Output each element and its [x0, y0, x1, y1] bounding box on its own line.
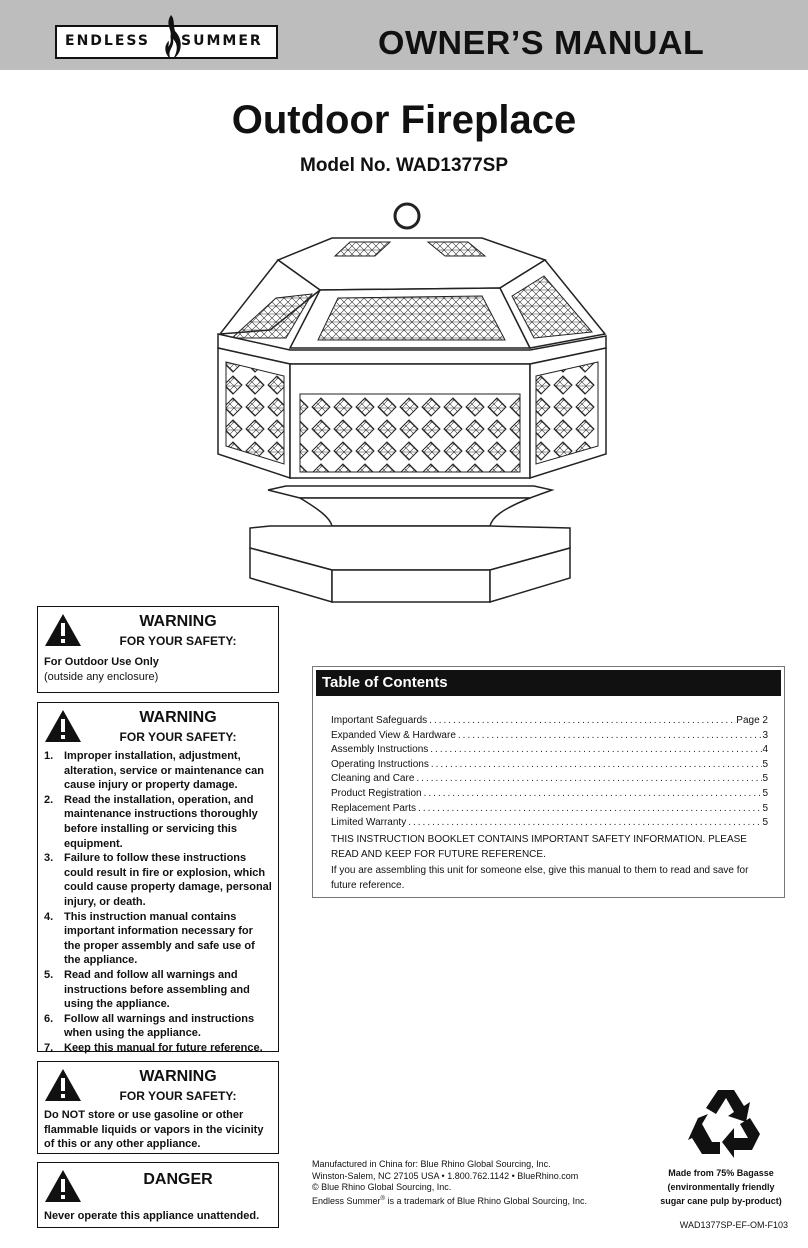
brand-logo: ENDLESS SUMMER [55, 15, 278, 59]
toc-safety-note: THIS INSTRUCTION BOOKLET CONTAINS IMPORT… [331, 834, 747, 860]
list-item: 7.Keep this manual for future reference. [44, 1041, 263, 1054]
logo-text-left: ENDLESS [65, 33, 150, 49]
warning-text: (outside any enclosure) [44, 670, 159, 683]
warning-subheading: FOR YOUR SAFETY: [119, 1089, 237, 1103]
toc-assembly-note: If you are assembling this unit for some… [331, 865, 749, 891]
warning-subheading: FOR YOUR SAFETY: [119, 730, 237, 744]
warning-box-flammables: WARNING FOR YOUR SAFETY: Do NOT store or… [37, 1061, 279, 1154]
warning-box-outdoor: WARNING FOR YOUR SAFETY: For Outdoor Use… [37, 606, 279, 693]
bagasse-note: Made from 75% Bagasse (environmentally f… [660, 1168, 782, 1206]
danger-text: Never operate this appliance unattended. [44, 1210, 260, 1222]
document-title: Outdoor Fireplace [231, 98, 577, 142]
mfg-line: Manufactured in China for: Blue Rhino Gl… [312, 1159, 551, 1169]
manual-title: OWNER’S MANUAL [378, 24, 705, 61]
toc-entry: Replacement Parts.......................… [331, 802, 768, 814]
warning-subheading: FOR YOUR SAFETY: [119, 634, 237, 648]
warning-heading: WARNING [139, 613, 217, 630]
header-band: ENDLESS SUMMER OWNER’S MANUAL [0, 0, 808, 70]
toc-entry: Product Registration....................… [331, 787, 768, 799]
toc-entry: Cleaning and Care.......................… [331, 773, 768, 785]
warning-list: 1.Improper installation, adjustment, alt… [44, 749, 272, 1055]
warning-triangle-icon [45, 1170, 81, 1202]
warning-heading: WARNING [139, 1068, 217, 1085]
list-item: 3.Failure to follow these instructions c… [44, 852, 272, 908]
toc-entry: Expanded View & Hardware................… [331, 729, 768, 741]
toc-entry: Assembly Instructions...................… [331, 744, 768, 756]
document-code: WAD1377SP-EF-OM-F103 [679, 1220, 788, 1230]
fireplace-illustration [217, 202, 607, 604]
toc-entry: Operating Instructions..................… [331, 758, 768, 770]
warning-heading: WARNING [139, 709, 217, 726]
mfg-line: © Blue Rhino Global Sourcing, Inc. [312, 1182, 452, 1192]
list-item: 1.Improper installation, adjustment, alt… [44, 750, 264, 792]
warning-text-bold: Do NOT store or use gasoline or other fl… [44, 1109, 264, 1151]
model-number: Model No. WAD1377SP [300, 155, 508, 176]
warning-triangle-icon [45, 614, 81, 646]
warning-text-bold: For Outdoor Use Only [44, 656, 159, 668]
recycle-icon [688, 1090, 760, 1158]
logo-text-right: SUMMER [181, 33, 263, 49]
toc-entry: Important Safeguards....................… [331, 715, 768, 726]
warning-triangle-icon [45, 1069, 81, 1101]
list-item: 5.Read and follow all warnings and instr… [44, 968, 250, 1011]
list-item: 6.Follow all warnings and instructions w… [44, 1012, 255, 1040]
toc-title: Table of Contents [316, 670, 781, 696]
list-item: 4.This instruction manual contains impor… [44, 910, 255, 967]
manufacturer-info: Manufactured in China for: Blue Rhino Gl… [312, 1159, 587, 1207]
toc-entry: Limited Warranty........................… [331, 817, 768, 829]
mfg-line: Winston-Salem, NC 27105 USA • 1.800.762.… [312, 1170, 579, 1181]
table-of-contents: Table of Contents Important Safeguards..… [312, 666, 785, 898]
flame-icon [165, 15, 181, 59]
warning-triangle-icon [45, 710, 81, 742]
danger-heading: DANGER [143, 1171, 213, 1188]
toc-list: Important Safeguards....................… [331, 714, 768, 831]
mfg-line: Endless Summer® is a trademark of Blue R… [312, 1195, 588, 1206]
danger-box: DANGER Never operate this appliance unat… [37, 1162, 279, 1228]
warning-box-instructions: WARNING FOR YOUR SAFETY: 1.Improper inst… [37, 702, 279, 1055]
list-item: 2.Read the installation, operation, and … [44, 793, 258, 850]
